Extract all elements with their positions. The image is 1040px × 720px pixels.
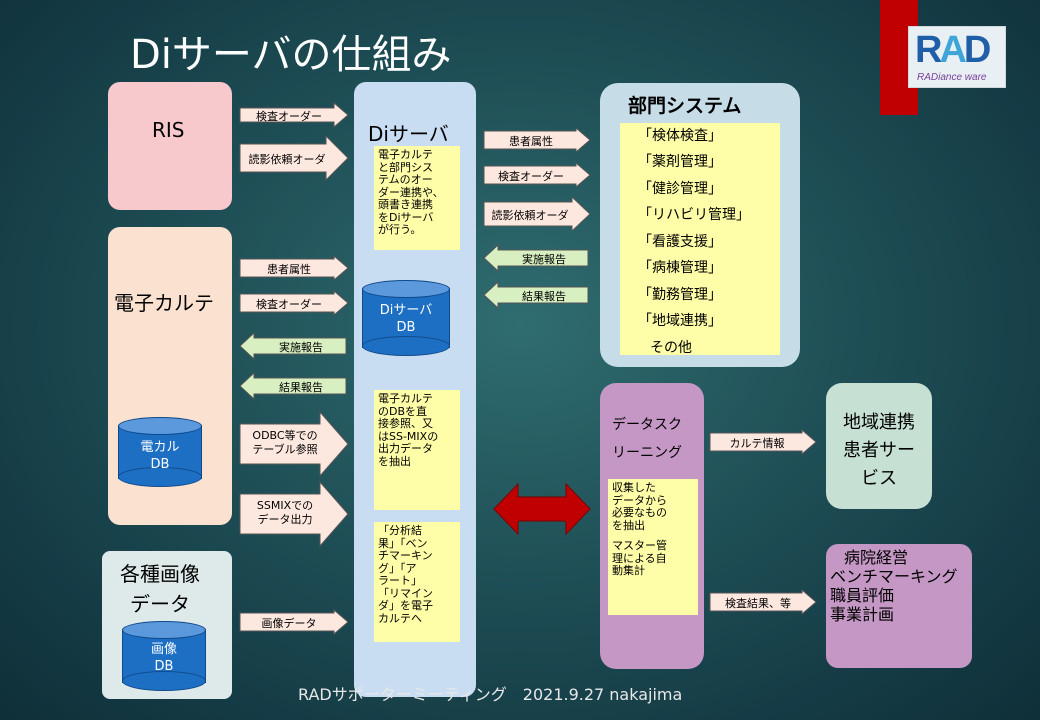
emr-label: 電子カルテ bbox=[114, 291, 214, 315]
di-note-top: 電子カルテと部門システムのオーダー連携や、頭書き連携をDiサーバが行う。 bbox=[374, 146, 460, 250]
imaging-label: 各種画像 データ bbox=[120, 562, 200, 616]
page-title: Diサーバの仕組み bbox=[130, 32, 452, 78]
management-box: 病院経営 ベンチマーキング 職員評価 事業計画 bbox=[826, 544, 972, 668]
dept-item: 「リハビリ管理」 bbox=[638, 207, 750, 223]
di-note-mid: 電子カルテのDBを直接参照、又はSS-MIXの出力データを抽出 bbox=[374, 390, 460, 510]
data-screening-box: データスク リーニング 収集したデータから必要なものを抽出マスター管理による自動… bbox=[600, 383, 704, 669]
arrow-karte-info: カルテ情報 bbox=[709, 428, 817, 456]
dept-item: その他 bbox=[650, 340, 692, 356]
regional-service-label: 地域連携 患者サー ビス bbox=[843, 412, 915, 489]
emr-box: 電子カルテ 電カル DB bbox=[108, 227, 232, 525]
double-arrow bbox=[493, 482, 591, 536]
management-label: 病院経営 ベンチマーキング 職員評価 事業計画 bbox=[830, 548, 958, 624]
imaging-box: 各種画像 データ 画像 DB bbox=[102, 551, 232, 699]
arrow-dept-reading: 読影依頼オーダ bbox=[483, 195, 591, 233]
arrow-dept-order: 検査オーダー bbox=[483, 161, 591, 189]
arrow-dept-done: 実施報告 bbox=[483, 243, 589, 273]
regional-service-box: 地域連携 患者サー ビス bbox=[826, 383, 932, 509]
emr-db-label: 電カル bbox=[140, 440, 180, 455]
arrow-emr-done: 実施報告 bbox=[239, 331, 347, 361]
data-screening-label: データスク リーニング bbox=[612, 417, 682, 461]
arrow-emr-order: 検査オーダー bbox=[239, 289, 349, 317]
arrow-emr-ssmix: SSMIXでのデータ出力 bbox=[239, 480, 349, 548]
arrow-image-data: 画像データ bbox=[239, 608, 349, 636]
image-db-icon: 画像 DB bbox=[122, 621, 206, 691]
di-server-box: Diサーバ 電子カルテと部門システムのオーダー連携や、頭書き連携をDiサーバが行… bbox=[354, 82, 476, 697]
ris-label: RIS bbox=[152, 118, 185, 142]
department-list: 「検体検査」 「薬剤管理」 「健診管理」 「リハビリ管理」 「看護支援」 「病棟… bbox=[620, 123, 780, 356]
department-system-box: 部門システム 「検体検査」 「薬剤管理」 「健診管理」 「リハビリ管理」 「看護… bbox=[600, 83, 800, 367]
dept-item: 「健診管理」 bbox=[638, 181, 722, 197]
di-db-label: Diサーバ bbox=[379, 303, 433, 318]
arrow-dept-patient: 患者属性 bbox=[483, 126, 591, 154]
di-db-icon: Diサーバ DB bbox=[362, 280, 450, 356]
arrow-ris-order: 検査オーダー bbox=[239, 101, 349, 129]
image-db-label: 画像 bbox=[150, 642, 177, 657]
radiance-ware-logo: RAD RADiance ware bbox=[908, 26, 1006, 88]
emr-db-icon: 電カル DB bbox=[118, 417, 202, 487]
arrow-exam-result: 検査結果、等 bbox=[709, 588, 817, 616]
dept-item: 「病棟管理」 bbox=[638, 260, 722, 276]
dept-item: 「地域連携」 bbox=[638, 313, 722, 329]
screening-note: 収集したデータから必要なものを抽出マスター管理による自動集計 bbox=[608, 479, 698, 615]
ris-box: RIS bbox=[108, 82, 232, 210]
footer: RADサポーターミーティング 2021.9.27 nakajima bbox=[298, 685, 683, 704]
arrow-ris-reading: 読影依頼オーダ bbox=[239, 134, 349, 182]
dept-item: 「勤務管理」 bbox=[638, 287, 722, 303]
arrow-emr-patient: 患者属性 bbox=[239, 254, 349, 282]
department-system-title: 部門システム bbox=[628, 95, 742, 117]
arrow-dept-result: 結果報告 bbox=[483, 280, 589, 310]
di-server-label: Diサーバ bbox=[368, 122, 449, 146]
arrow-emr-result: 結果報告 bbox=[239, 371, 347, 401]
arrow-emr-odbc: ODBC等でのテーブル参照 bbox=[239, 410, 349, 478]
dept-item: 「検体検査」 bbox=[638, 128, 722, 144]
dept-item: 「看護支援」 bbox=[638, 234, 722, 250]
dept-item: 「薬剤管理」 bbox=[638, 154, 722, 170]
di-note-bottom: 「分析結果」「ベンチマーキング」「アラート」「リマインダ」を電子カルテへ bbox=[374, 522, 460, 642]
